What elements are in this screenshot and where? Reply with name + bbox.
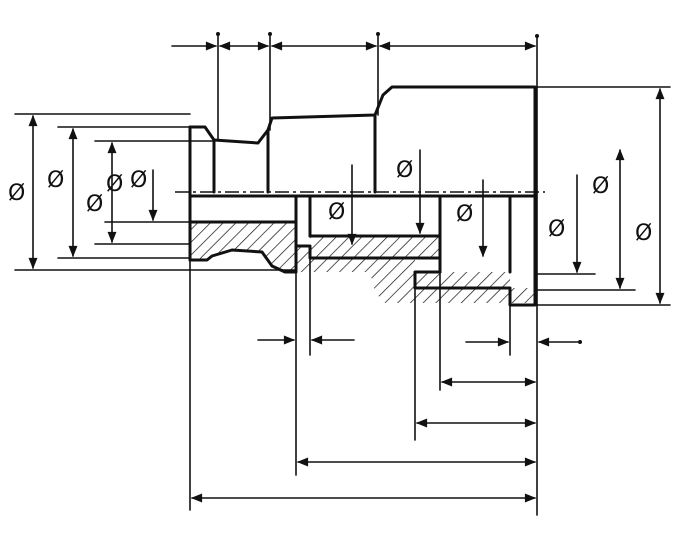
diameter-label-right-third: Ø bbox=[592, 174, 609, 199]
bottom-dimension-lines bbox=[190, 377, 537, 503]
right-diameter-dimensions bbox=[478, 87, 665, 305]
diameter-label-left-fourth: Ø bbox=[106, 172, 123, 197]
hatched-section bbox=[190, 222, 535, 303]
gap-dimensions bbox=[257, 335, 582, 347]
left-diameter-dimensions bbox=[28, 114, 158, 270]
diameter-label-right-second: Ø bbox=[548, 217, 565, 242]
diameter-symbols: Ø Ø Ø Ø Ø Ø Ø Ø Ø Ø Ø bbox=[8, 158, 652, 246]
internal-outlines bbox=[188, 113, 537, 274]
center-diameter-dimensions bbox=[347, 149, 425, 246]
diameter-label-left-second: Ø bbox=[47, 168, 64, 193]
diameter-label-left-outer: Ø bbox=[8, 181, 25, 206]
diameter-label-left-third: Ø bbox=[86, 192, 103, 217]
diameter-label-left-inner: Ø bbox=[130, 168, 147, 193]
diameter-label-center-b: Ø bbox=[396, 158, 413, 183]
diameter-label-right-outer: Ø bbox=[635, 221, 652, 246]
top-dimension-chain bbox=[171, 32, 539, 51]
extension-lines-horizontal bbox=[14, 86, 671, 306]
extension-lines-vertical bbox=[189, 34, 538, 516]
diameter-label-center-a: Ø bbox=[328, 200, 345, 225]
diameter-label-right-inner: Ø bbox=[456, 202, 473, 227]
